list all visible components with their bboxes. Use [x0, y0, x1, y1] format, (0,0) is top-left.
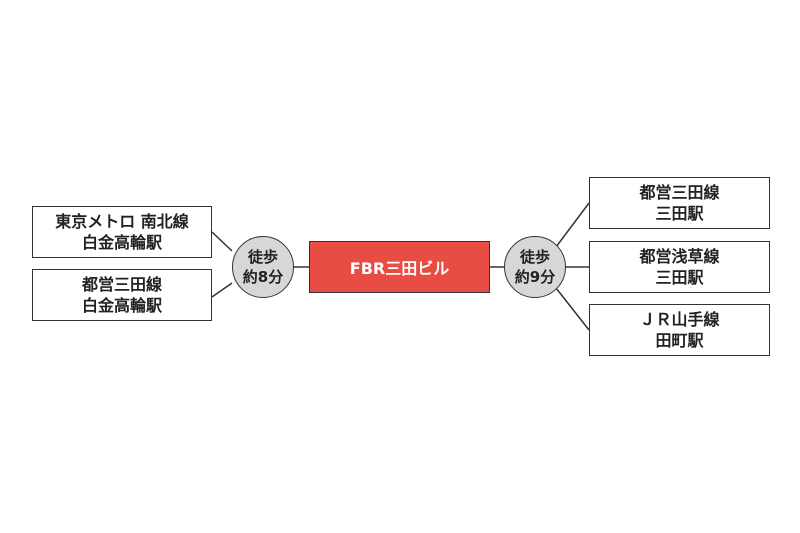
- walk-label: 徒歩: [247, 248, 278, 266]
- station-box-left-2: 都営三田線 白金高輪駅: [32, 269, 212, 321]
- connector-right-top: [555, 202, 590, 248]
- station-name: 三田駅: [655, 268, 704, 287]
- station-line-name: ＪＲ山手線: [639, 310, 720, 329]
- station-line-name: 都営三田線: [81, 275, 162, 294]
- building-box: FBR三田ビル: [309, 241, 490, 293]
- walk-label: 徒歩: [519, 248, 550, 266]
- walk-time-left: 徒歩 約8分: [232, 236, 294, 298]
- connector-right-bottom: [555, 287, 590, 331]
- station-name: 三田駅: [655, 204, 704, 223]
- walk-time-right: 徒歩 約9分: [504, 236, 566, 298]
- station-line-name: 東京メトロ 南北線: [55, 212, 189, 231]
- station-name: 白金高輪駅: [81, 296, 162, 315]
- station-line-name: 都営浅草線: [639, 247, 720, 266]
- building-name: FBR三田ビル: [349, 259, 450, 278]
- station-box-right-3: ＪＲ山手線 田町駅: [589, 304, 770, 356]
- station-box-left-1: 東京メトロ 南北線 白金高輪駅: [32, 206, 212, 258]
- station-line-name: 都営三田線: [639, 183, 720, 202]
- station-name: 白金高輪駅: [81, 233, 162, 252]
- connector-left-top: [211, 231, 233, 252]
- station-box-right-1: 都営三田線 三田駅: [589, 177, 770, 229]
- walk-minutes: 約8分: [242, 268, 284, 286]
- connector-left-bottom: [211, 282, 233, 298]
- station-box-right-2: 都営浅草線 三田駅: [589, 241, 770, 293]
- walk-minutes: 約9分: [514, 268, 556, 286]
- station-name: 田町駅: [655, 331, 704, 350]
